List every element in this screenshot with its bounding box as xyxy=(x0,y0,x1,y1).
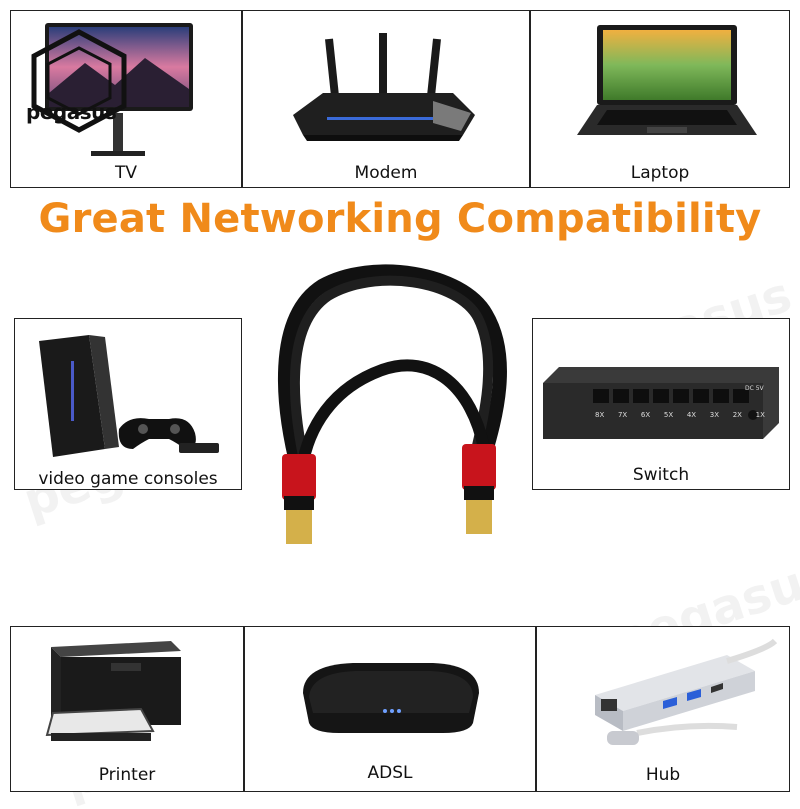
device-card-hub: Hub xyxy=(536,626,790,792)
device-card-laptop: Laptop xyxy=(530,10,790,188)
port-label: 1X xyxy=(755,411,765,419)
device-label-hub: Hub xyxy=(645,765,681,785)
usb-hub-icon xyxy=(595,638,777,745)
network-switch-icon xyxy=(543,367,779,439)
port-label: 3X xyxy=(709,411,720,419)
laptop-icon xyxy=(577,25,757,135)
printer-icon xyxy=(45,641,181,741)
left-connector xyxy=(282,454,316,500)
port-label: 5X xyxy=(663,411,674,419)
tv-icon xyxy=(45,23,193,156)
game-console-icon xyxy=(39,335,219,457)
device-label-tv: TV xyxy=(114,163,137,183)
device-card-modem: Modem xyxy=(242,10,530,188)
ethernet-cable-icon xyxy=(278,264,507,544)
device-card-adsl: ADSL xyxy=(244,626,536,792)
port-label: 2X xyxy=(732,411,742,419)
port-label: 8X xyxy=(595,411,605,419)
device-label-consoles: video game consoles xyxy=(38,469,218,489)
device-label-laptop: Laptop xyxy=(630,163,690,183)
device-label-adsl: ADSL xyxy=(367,763,413,783)
right-connector xyxy=(462,444,496,490)
device-label-switch: Switch xyxy=(632,465,690,485)
adsl-box-icon xyxy=(303,663,479,733)
device-card-printer: Printer xyxy=(10,626,244,792)
device-label-modem: Modem xyxy=(354,163,418,183)
device-card-tv: TV xyxy=(10,10,242,188)
port-label: 4X xyxy=(686,411,697,419)
device-card-switch: 8X 7X 6X 5X 4X 3X 2X 1X DC 5V Switch xyxy=(532,318,790,490)
device-card-consoles: video game consoles xyxy=(14,318,242,490)
router-icon xyxy=(293,33,475,141)
device-label-printer: Printer xyxy=(98,765,156,785)
page-headline: Great Networking Compatibility xyxy=(38,196,762,242)
brand-name: pegasus xyxy=(26,100,117,124)
pegasus-logo-icon xyxy=(31,29,127,133)
switch-port-labels: 8X 7X 6X 5X 4X 3X 2X 1X xyxy=(595,411,765,419)
port-label: 6X xyxy=(640,411,651,419)
switch-dc-label: DC 5V xyxy=(745,385,764,392)
port-label: 7X xyxy=(617,411,628,419)
